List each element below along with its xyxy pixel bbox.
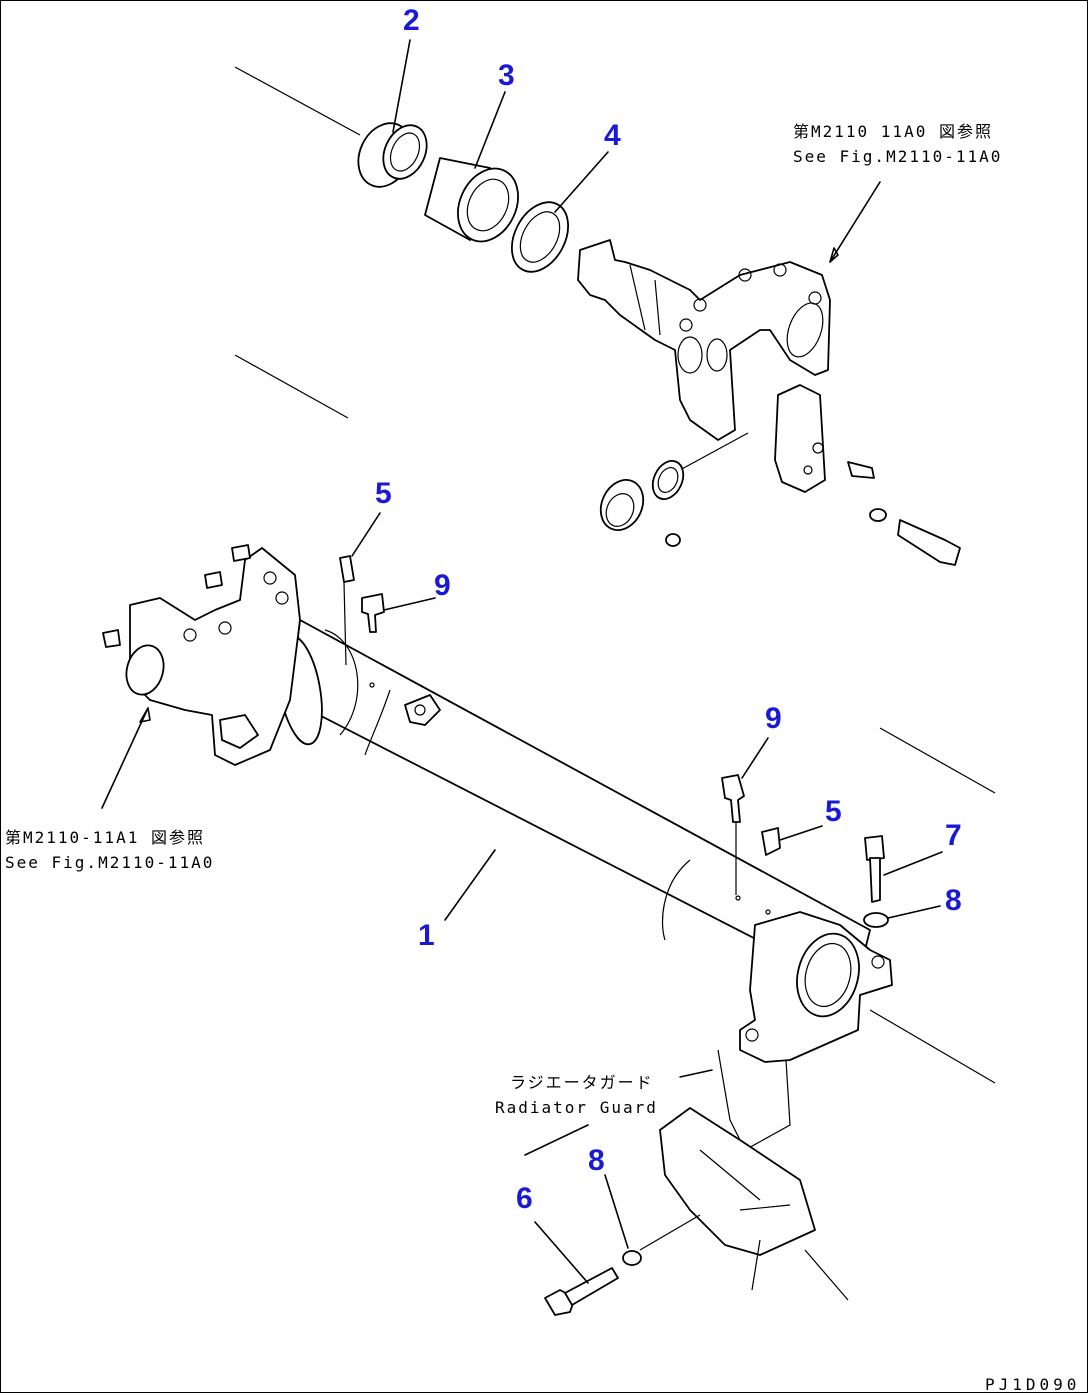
note-left-ref-jp: 第M2110-11A1 図参照 xyxy=(5,828,205,847)
axis-lines xyxy=(234,66,996,1084)
callout-9-upper: 9 xyxy=(434,569,451,602)
radiator-guard-bracket xyxy=(639,1049,849,1301)
callout-2: 2 xyxy=(403,4,420,37)
left-end-housing xyxy=(102,544,301,766)
drawing-code: PJ1D090 xyxy=(985,1375,1080,1394)
washer-8-lower xyxy=(622,1250,642,1266)
fitting-5-lower xyxy=(761,827,781,856)
fitting-5-upper xyxy=(339,555,355,666)
callout-9-lower: 9 xyxy=(765,702,782,735)
fitting-9-lower xyxy=(721,774,745,895)
right-end-housing xyxy=(739,911,893,1063)
callout-4: 4 xyxy=(604,119,621,152)
callout-5-upper: 5 xyxy=(375,477,392,510)
reference-notes: 第M2110 11A0 図参照 See Fig.M2110-11A0 第M211… xyxy=(5,122,1080,1394)
callout-7: 7 xyxy=(945,819,962,852)
callout-8-upper: 8 xyxy=(945,884,962,917)
leader-lines xyxy=(101,39,943,1284)
bracket-small-parts xyxy=(599,460,961,566)
callout-5-lower: 5 xyxy=(825,795,842,828)
bolt-7 xyxy=(864,835,885,903)
washer-8-upper xyxy=(863,912,889,928)
fitting-9-upper xyxy=(361,593,385,633)
note-top-ref-jp: 第M2110 11A0 図参照 xyxy=(793,122,993,141)
callout-6: 6 xyxy=(516,1182,533,1215)
part-sleeve-3 xyxy=(424,157,519,243)
lower-bracket-cap xyxy=(774,384,875,493)
part-seal-4 xyxy=(511,201,569,273)
note-guard-jp: ラジエータガード xyxy=(510,1073,654,1092)
note-top-ref-en: See Fig.M2110-11A0 xyxy=(793,147,1002,166)
note-guard-en: Radiator Guard xyxy=(495,1098,658,1117)
callouts: 2 3 4 5 9 9 5 7 8 1 8 6 xyxy=(375,4,962,1215)
note-left-ref-en: See Fig.M2110-11A0 xyxy=(5,853,214,872)
part-bushing-2 xyxy=(357,122,428,188)
callout-3: 3 xyxy=(498,59,515,92)
callout-1: 1 xyxy=(418,919,435,952)
callout-8-lower: 8 xyxy=(588,1144,605,1177)
bolt-6 xyxy=(544,1267,619,1316)
upper-bracket-assembly xyxy=(577,239,831,441)
